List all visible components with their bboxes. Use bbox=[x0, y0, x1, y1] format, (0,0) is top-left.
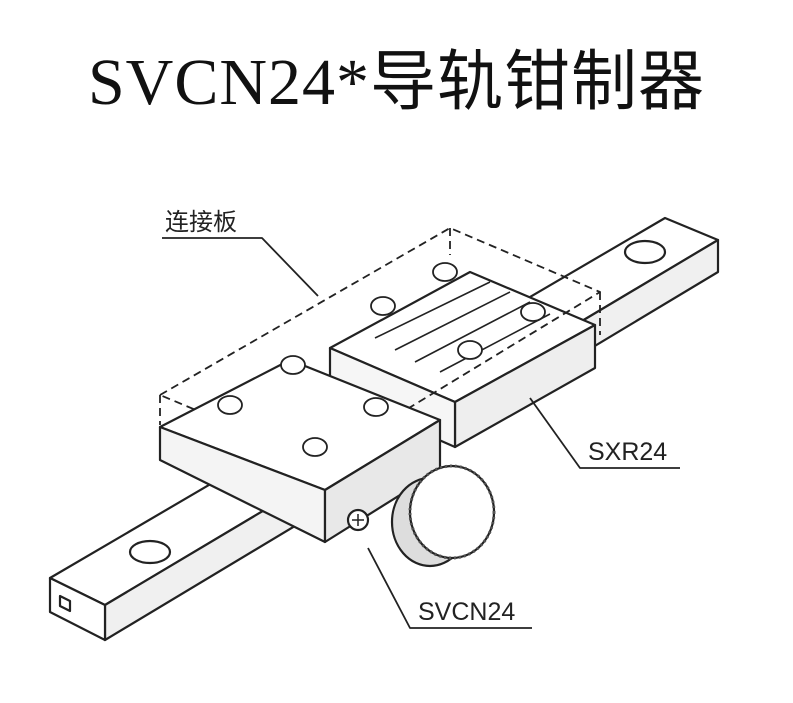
plate-leader bbox=[162, 237, 319, 297]
label-plate: 连接板 bbox=[165, 208, 237, 236]
label-block: SXR24 bbox=[588, 438, 667, 466]
rail-hole bbox=[128, 539, 172, 565]
rail-hole bbox=[623, 239, 667, 265]
clamp-knob bbox=[390, 464, 496, 568]
label-clamp: SVCN24 bbox=[418, 598, 515, 626]
clamp-body bbox=[158, 355, 442, 544]
carriage-bolts bbox=[370, 262, 546, 360]
page-title: SVCN24*导轨钳制器 bbox=[87, 46, 706, 119]
clamp-bolts bbox=[217, 355, 389, 457]
clamp-leader bbox=[367, 547, 532, 629]
block-leader bbox=[529, 397, 680, 469]
